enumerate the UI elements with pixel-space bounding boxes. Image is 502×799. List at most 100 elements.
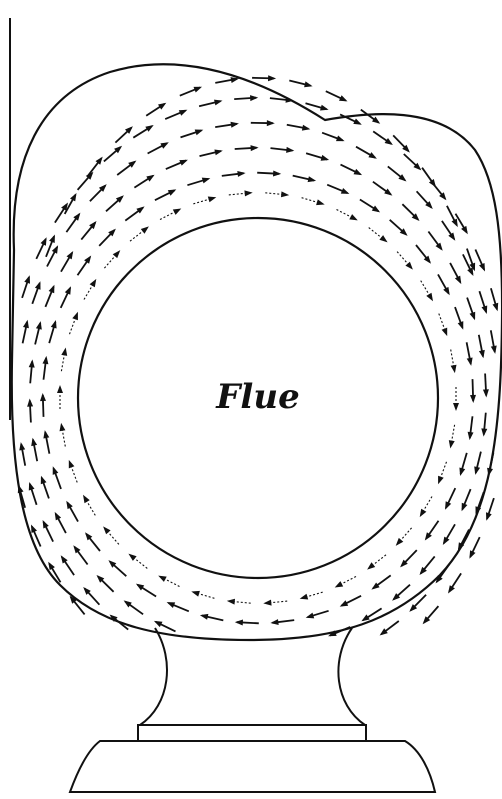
arrow-head [51,320,57,329]
arrow-head [361,614,369,621]
arrow-head [455,276,461,285]
arrow-head [231,122,239,128]
arrow-head [90,279,97,287]
arrow-head [470,395,476,403]
arrow-head [128,554,136,561]
arrow-head [251,145,259,151]
arrow-head [173,209,182,215]
arrow-head [368,152,377,159]
arrow-head [474,466,480,475]
arrow-head [353,119,362,125]
arrow-head [29,359,35,367]
arrow-head [449,440,455,448]
stand-base [70,741,435,792]
arrow-head [286,147,294,153]
arrow-head [200,614,209,620]
arrow-head [237,171,245,177]
arrow-head [335,581,344,587]
arrow-head [486,512,492,521]
arrow-head [396,538,404,546]
arrow-head [43,356,49,364]
arrow-head [43,430,49,438]
arrow-head [141,226,149,233]
arrow-head [136,584,144,591]
arrow-head [244,190,252,196]
arrow-head [316,199,325,205]
arrow-head [179,160,188,166]
arrow-head [459,468,465,477]
arrow-head [49,235,55,244]
arrow-head [27,399,33,407]
arrow-head [270,619,278,625]
arrow-head [469,550,475,559]
arrow-head [113,250,121,258]
arrow-head [52,245,58,254]
arrow-head [443,537,450,545]
arrow-head [349,214,358,220]
arrow-head [479,350,485,358]
arrow-head [158,103,166,110]
arrow-head [195,130,204,136]
arrow-head [61,555,68,563]
arrow-head [179,110,188,116]
arrow-head [481,428,487,436]
arrow-head [18,485,24,494]
arrow-head [19,442,25,450]
arrow-head [208,197,217,203]
arrow-head [202,178,211,184]
arrow-head [300,594,309,600]
arrow-head [442,328,448,337]
arrow-head [443,287,450,295]
arrow-head [263,600,271,606]
arrow-head [57,385,63,393]
arrow-head [445,501,451,510]
arrow-head [72,312,78,321]
arrow-head [65,286,71,295]
arrow-head [214,100,223,106]
arrow-head [321,155,330,161]
arrow-head [168,189,177,195]
arrow-head [154,621,163,627]
arrow-head [462,503,468,512]
arrow-head [281,191,289,197]
arrow-head [448,233,455,241]
arrow-head [482,306,488,315]
arrow-head [194,87,203,93]
arrow-head [60,423,66,431]
arrow-head [372,206,380,213]
arrow-head [452,219,458,228]
arrow-head [160,142,168,148]
arrow-head [304,81,313,87]
arrow-head [48,562,55,570]
arrow-head [70,193,77,201]
arrow-head [491,346,497,354]
arrow-head [493,303,499,312]
arrow-head [191,591,200,597]
arrow-head [468,432,474,440]
arrow-head [41,476,47,485]
arrow-head [83,495,90,503]
stand-plinth [138,725,366,741]
arrow-head [320,105,329,111]
arrow-head [235,620,243,626]
arrow-head [467,358,473,366]
arrow-head [467,268,473,277]
arrow-head [451,365,457,373]
arrow-head [61,348,67,356]
arrow-head [426,293,433,301]
arrow-head [453,403,459,411]
arrow-head [479,263,485,272]
arrow-head [49,285,55,294]
arrow-head [273,171,281,177]
flue-label: Flue [215,377,299,417]
arrow-head [379,235,387,242]
arrow-head [340,600,349,606]
arrow-head [438,476,444,485]
arrow-head [214,150,222,156]
arrow-head [31,525,37,534]
arrow-head [448,585,455,593]
arrow-head [336,136,345,142]
arrow-head [53,466,59,475]
arrow-head [145,125,153,132]
